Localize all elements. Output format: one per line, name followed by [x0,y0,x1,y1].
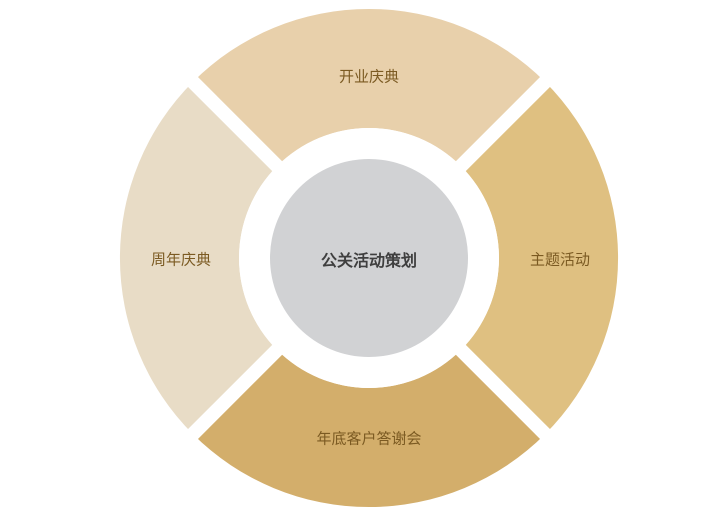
segment-left[interactable] [119,81,278,435]
segment-right-label: 主题活动 [529,250,591,269]
segment-bottom-label: 年底客户答谢会 [316,429,422,448]
segment-bottom[interactable] [192,349,546,508]
segment-left-label: 周年庆典 [150,250,212,269]
center-circle[interactable] [270,159,468,357]
segment-right[interactable] [460,81,619,435]
segment-top[interactable] [192,8,546,167]
segment-top-label: 开业庆典 [338,67,400,86]
center-label: 公关活动策划 [320,251,418,270]
